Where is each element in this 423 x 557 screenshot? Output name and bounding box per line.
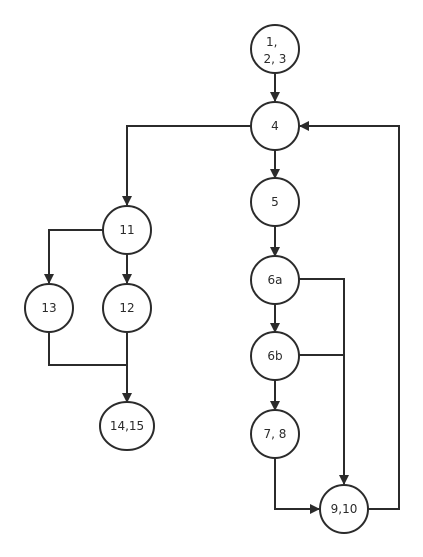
edges: [44, 73, 400, 514]
node-12-shape: [102, 283, 152, 333]
node-6a-label: 6a: [268, 273, 283, 287]
node-4: 4: [250, 101, 300, 151]
node-6b: 6b: [250, 331, 300, 381]
node-6b-label: 6b: [267, 349, 282, 363]
node-6a-shape: [250, 255, 300, 305]
node-1-2-3-label-line-2: 2, 3: [264, 52, 287, 66]
node-13-shape: [24, 283, 74, 333]
node-5-label: 5: [271, 195, 279, 209]
node-4-shape: [250, 101, 300, 151]
node-11-label: 11: [119, 223, 134, 237]
node-11: 11: [102, 205, 152, 255]
node-5-shape: [250, 177, 300, 227]
nodes: 1, 2, 3 4 5 6a 6b 7, 8 9,10: [24, 24, 369, 534]
edge-11-to-13: [44, 229, 103, 284]
node-1-2-3: 1, 2, 3: [250, 24, 300, 74]
node-7-8-label: 7, 8: [264, 427, 287, 441]
node-9-10-label: 9,10: [331, 502, 358, 516]
node-14-15-label: 14,15: [110, 419, 144, 433]
node-11-shape: [102, 205, 152, 255]
node-13-label: 13: [41, 301, 56, 315]
node-4-label: 4: [271, 119, 279, 133]
edge-7-8-to-9-10: [274, 458, 320, 514]
node-14-15: 14,15: [99, 401, 155, 451]
node-13: 13: [24, 283, 74, 333]
node-1-2-3-label-line-1: 1,: [266, 35, 277, 49]
node-7-8: 7, 8: [250, 409, 300, 459]
node-9-10: 9,10: [319, 484, 369, 534]
edge-4-to-11: [122, 125, 251, 206]
node-12: 12: [102, 283, 152, 333]
node-9-10-shape: [319, 484, 369, 534]
edge-6a-to-9-10: [299, 278, 349, 485]
node-6b-shape: [250, 331, 300, 381]
node-14-15-shape: [99, 401, 155, 451]
edge-9-10-to-4: [299, 121, 400, 510]
node-6a: 6a: [250, 255, 300, 305]
node-12-label: 12: [119, 301, 134, 315]
node-1-2-3-shape: [250, 24, 300, 74]
node-5: 5: [250, 177, 300, 227]
edge-13-to-14-15: [48, 332, 127, 366]
node-7-8-shape: [250, 409, 300, 459]
